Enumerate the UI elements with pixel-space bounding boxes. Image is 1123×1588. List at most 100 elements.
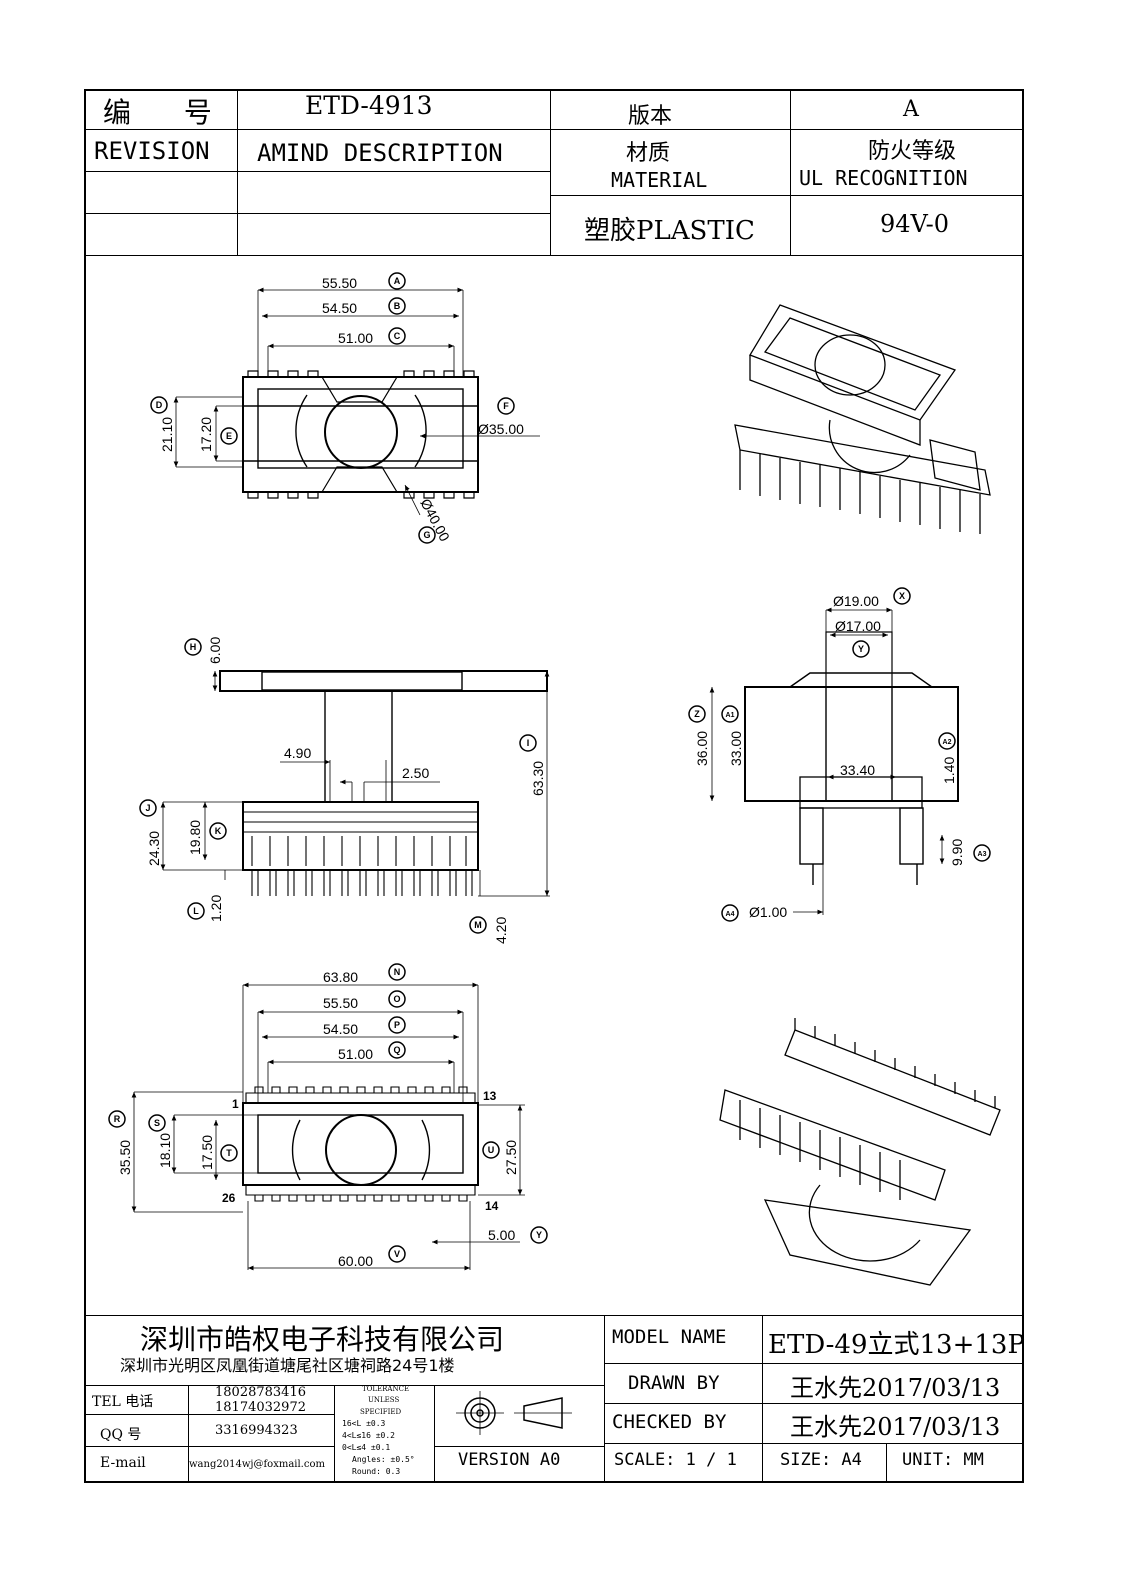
- side-view: [160, 670, 550, 897]
- balloon-n: N: [388, 963, 406, 981]
- amend-label: AMIND DESCRIPTION: [257, 139, 503, 167]
- end-view: [709, 607, 959, 915]
- svg-text:S: S: [154, 1118, 160, 1128]
- dim-33-00-a1: 33.00: [728, 731, 744, 766]
- pin-label-14: 14: [485, 1199, 499, 1213]
- dim-51-00-c: 51.00: [338, 330, 373, 346]
- scale-value: SCALE: 1 / 1: [614, 1450, 737, 1470]
- version-value: A: [903, 97, 919, 122]
- tel-label: TEL 电话: [92, 1394, 154, 1410]
- model-name-value: ETD-49立式13+13P: [768, 1330, 1025, 1360]
- dim-6-00-h: 6.00: [207, 637, 223, 664]
- projection-symbol-icon: [456, 1391, 572, 1435]
- dim-2-50: 2.50: [402, 765, 429, 781]
- balloon-a: A: [388, 272, 406, 290]
- tel-number-2: 18174032972: [215, 1400, 306, 1415]
- qq-label: QQ 号: [100, 1427, 142, 1443]
- dim-diam-1-a4: Ø1.00: [749, 904, 787, 920]
- balloon-t: T: [220, 1144, 238, 1162]
- dim-63-30-i: 63.30: [530, 761, 546, 796]
- dim-18-10-s: 18.10: [157, 1133, 173, 1168]
- balloon-x: X: [893, 587, 911, 605]
- dim-4-20-m: 4.20: [493, 917, 509, 944]
- svg-text:Y: Y: [858, 644, 864, 654]
- dim-24-30-j: 24.30: [146, 831, 162, 866]
- balloon-y-bottom: Y: [530, 1226, 548, 1244]
- balloon-i: I: [519, 734, 537, 752]
- balloon-q: Q: [388, 1041, 406, 1059]
- dim-36-00-z: 36.00: [694, 731, 710, 766]
- dimension-balloons: A B C D E F G H I J K L M X Y Z A1 A2 A3…: [108, 272, 991, 1263]
- drawing-frame: [84, 89, 1024, 1483]
- revision-label: REVISION: [94, 137, 210, 165]
- balloon-u: U: [482, 1141, 500, 1159]
- dim-1-40-a2: 1.40: [941, 757, 957, 784]
- dim-19-80-k: 19.80: [187, 820, 203, 855]
- ul-value: 94V-0: [880, 210, 950, 238]
- dim-1-20-l: 1.20: [208, 895, 224, 922]
- svg-text:O: O: [393, 994, 400, 1004]
- ul-label-cn: 防火等级: [868, 139, 957, 164]
- svg-text:A3: A3: [978, 851, 987, 858]
- dim-diam-17-y: Ø17.00: [835, 618, 881, 634]
- balloon-v: V: [388, 1245, 406, 1263]
- size-value: SIZE: A4: [780, 1450, 862, 1470]
- dim-diam-19-x: Ø19.00: [833, 593, 879, 609]
- svg-text:V: V: [394, 1249, 400, 1259]
- top-view: [173, 287, 540, 516]
- balloon-b: B: [388, 297, 406, 315]
- tolerance-title-3: SPECIFIED: [360, 1408, 402, 1416]
- balloon-j: J: [139, 799, 157, 817]
- svg-text:H: H: [190, 642, 197, 652]
- bottom-view: [131, 982, 525, 1271]
- balloon-r: R: [108, 1110, 126, 1128]
- dim-55-50-o: 55.50: [323, 995, 358, 1011]
- svg-text:E: E: [226, 431, 232, 441]
- drawn-by-label: DRAWN BY: [628, 1372, 720, 1394]
- number-label: 编 号: [103, 96, 234, 129]
- email-label: E-mail: [100, 1455, 146, 1471]
- svg-text:T: T: [226, 1148, 232, 1158]
- balloon-a1: A1: [721, 705, 739, 723]
- dim-54-50-b: 54.50: [322, 300, 357, 316]
- balloon-d: D: [150, 396, 168, 414]
- tolerance-title-1: TOLERANCE: [362, 1385, 410, 1393]
- dim-17-50-t: 17.50: [199, 1135, 215, 1170]
- dim-5-00-y: 5.00: [488, 1227, 515, 1243]
- isometric-view-bottom: [719, 1018, 1001, 1286]
- qq-number: 3316994323: [215, 1423, 298, 1438]
- tolerance-row-5: Round: 0.3: [352, 1467, 401, 1476]
- svg-text:D: D: [156, 400, 163, 410]
- company-name: 深圳市皓权电子科技有限公司: [140, 1323, 505, 1356]
- balloon-c: C: [388, 327, 406, 345]
- number-value: ETD-4913: [305, 91, 433, 120]
- svg-text:N: N: [394, 967, 401, 977]
- svg-text:A: A: [394, 276, 401, 286]
- dim-60-00-v: 60.00: [338, 1253, 373, 1269]
- svg-text:U: U: [488, 1145, 495, 1155]
- dim-4-90: 4.90: [284, 745, 311, 761]
- model-name-label: MODEL NAME: [612, 1326, 727, 1348]
- svg-text:A4: A4: [726, 911, 735, 918]
- dim-63-80-n: 63.80: [323, 969, 358, 985]
- svg-text:F: F: [503, 401, 509, 411]
- dim-21-10-d: 21.10: [159, 417, 175, 452]
- drawn-by-value: 王水先2017/03/13: [790, 1374, 1001, 1402]
- tolerance-row-1: 16<L ±0.3: [342, 1419, 386, 1428]
- svg-text:X: X: [899, 591, 905, 601]
- tolerance-row-2: 4<L≤16 ±0.2: [342, 1431, 395, 1440]
- balloon-a2: A2: [938, 732, 956, 750]
- balloon-p: P: [388, 1016, 406, 1034]
- balloon-l: L: [187, 902, 205, 920]
- version-label: 版本: [628, 104, 673, 129]
- pin-label-1: 1: [232, 1097, 239, 1111]
- dim-33-40: 33.40: [840, 762, 875, 778]
- tel-number-1: 18028783416: [215, 1385, 306, 1400]
- ul-label-en: UL RECOGNITION: [799, 166, 968, 190]
- unit-value: UNIT: MM: [902, 1450, 984, 1470]
- balloon-f: F: [497, 397, 515, 415]
- tolerance-row-4: Angles: ±0.5°: [352, 1455, 415, 1464]
- dim-55-50-a: 55.50: [322, 275, 357, 291]
- material-value: 塑胶PLASTIC: [584, 216, 755, 246]
- dim-17-20-e: 17.20: [198, 417, 214, 452]
